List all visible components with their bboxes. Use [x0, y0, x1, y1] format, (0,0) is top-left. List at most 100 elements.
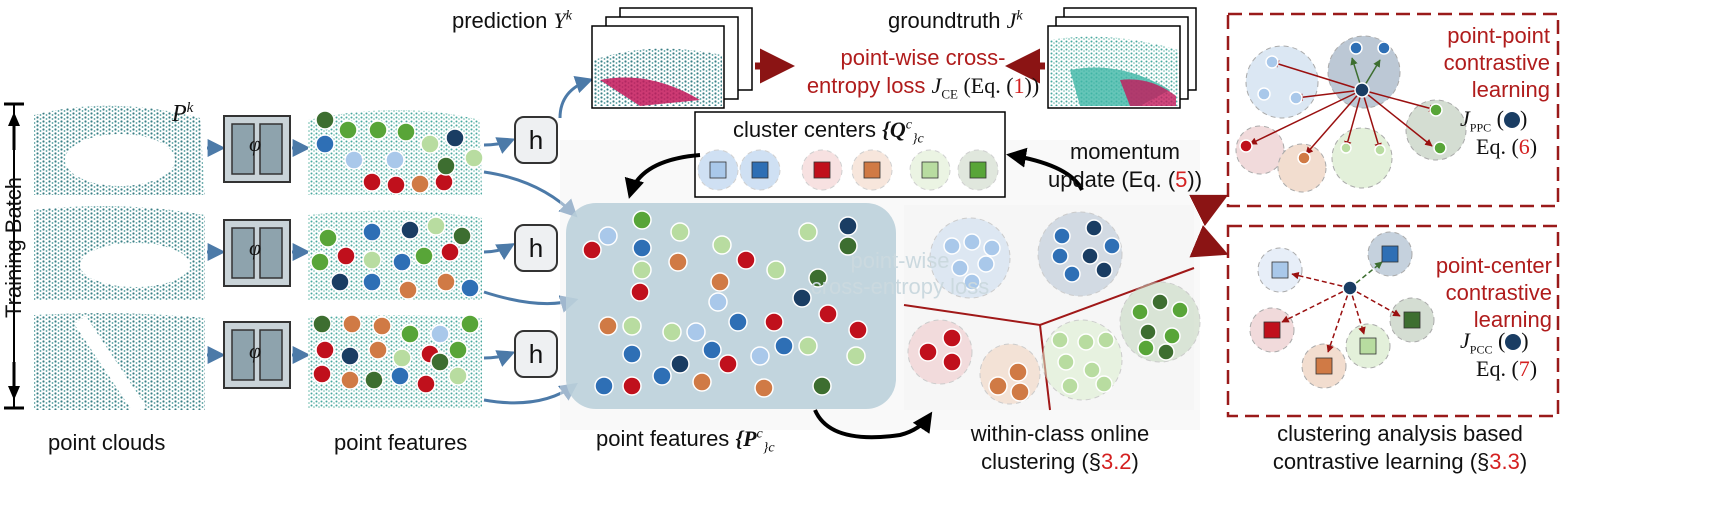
ce-loss-text: entropy loss — [806, 73, 932, 98]
clustering-line1: within-class online — [970, 421, 1150, 446]
feature-dot-set — [838, 236, 858, 256]
feature-dot-row1 — [445, 128, 465, 148]
ce-loss-subscript: CE — [941, 86, 958, 102]
feature-dot-row3 — [312, 314, 332, 334]
feature-dot-row1 — [385, 150, 405, 170]
head-block-2: h — [514, 224, 558, 272]
feature-dot-set — [774, 336, 794, 356]
feature-dot-row2 — [426, 216, 446, 236]
momentum-text: update (Eq. ( — [1047, 167, 1176, 192]
point-features-set-superscript: c — [756, 426, 763, 442]
feature-dot-row2 — [452, 226, 472, 246]
feature-dot-set — [808, 268, 828, 288]
feature-dot-set — [754, 378, 774, 398]
feature-dot-row2 — [362, 222, 382, 242]
cluster-dot-orange — [988, 376, 1008, 396]
feature-dot-set — [622, 344, 642, 364]
watermark-line1: point-wise — [850, 248, 950, 273]
feature-dot-row3 — [372, 316, 392, 336]
prediction-label: prediction Yk — [452, 8, 572, 34]
feature-dot-set — [622, 376, 642, 396]
encoder-symbol-3: φ — [249, 338, 262, 363]
clustering-line2: clustering (§3.2) — [955, 448, 1165, 476]
feature-dot-row1 — [368, 120, 388, 140]
cluster-dot-blue — [1081, 247, 1099, 265]
momentum-label: momentum update (Eq. (5)) — [1040, 138, 1210, 194]
contrastive-caption: clustering analysis based contrastive le… — [1255, 420, 1545, 476]
groundtruth-images — [1047, 7, 1197, 109]
feature-dot-set — [812, 376, 832, 396]
head-block-3: h — [514, 330, 558, 378]
feature-dot-set — [712, 235, 732, 255]
ce-loss-eq-ref: 1 — [1013, 73, 1025, 98]
pcc-center-red — [1263, 321, 1281, 339]
feature-dot-row2 — [392, 252, 412, 272]
pcc-arrows — [1281, 271, 1401, 353]
pcc-title-line1: point-center — [1435, 253, 1552, 278]
cluster-centers-symbol: {Q — [882, 117, 906, 142]
pcc-eq-text: Eq. ( — [1476, 356, 1519, 381]
watermark-text: point-wise cross-entropy loss — [800, 248, 1000, 300]
ppc-dot-orange — [1297, 151, 1311, 165]
groundtruth-symbol: J — [1006, 8, 1017, 33]
ppc-loss-symbol: J — [1460, 106, 1470, 131]
ppc-cluster-blobs — [1235, 35, 1467, 193]
groundtruth-superscript: k — [1016, 8, 1023, 24]
ppc-dot-green — [1429, 103, 1443, 117]
feature-dot-row2 — [336, 246, 356, 266]
feature-dot-row3 — [312, 364, 332, 384]
pk-symbol: P — [172, 101, 187, 127]
clustering-text: clustering (§ — [981, 449, 1101, 474]
pcc-title: point-center contrastive learning — [1426, 252, 1552, 333]
feature-dot-set — [846, 346, 866, 366]
contrastive-caption-end: ) — [1519, 449, 1528, 474]
cluster-center-square — [751, 161, 769, 179]
feature-dot-row2 — [362, 250, 382, 270]
pcc-center-orange — [1315, 357, 1333, 375]
feature-dot-row3 — [400, 324, 420, 344]
momentum-arrows — [624, 147, 1084, 440]
pcc-eq-ref: 7 — [1518, 356, 1530, 381]
pcc-loss-label: JPCC () — [1460, 328, 1529, 357]
feature-dot-row3 — [448, 340, 468, 360]
cluster-dot-green — [1131, 303, 1149, 321]
cluster-dot-blue — [1053, 227, 1071, 245]
momentum-eq-ref: 5 — [1175, 167, 1188, 192]
prediction-images — [591, 7, 753, 109]
ppc-dot-lightgreen — [1340, 142, 1352, 154]
feature-dot-row3 — [430, 352, 450, 372]
cluster-centers-label: cluster centers {Qc}c — [733, 117, 924, 147]
feature-dot-row2 — [400, 220, 420, 240]
ppc-title-line1: point-point — [1447, 23, 1550, 48]
ce-loss-eq: (Eq. ( — [957, 73, 1014, 98]
ppc-eq-ref: 6 — [1518, 134, 1530, 159]
feature-dot-set — [766, 260, 786, 280]
cluster-center-square — [813, 161, 831, 179]
cluster-dot-lightgreen — [1083, 361, 1101, 379]
feature-dot-set — [652, 366, 672, 386]
encoder-block-3 — [223, 321, 291, 389]
pcc-center-lightgreen — [1359, 337, 1377, 355]
cluster-center-square — [709, 161, 727, 179]
feature-dot-set — [764, 312, 784, 332]
feature-dot-set — [598, 316, 618, 336]
ppc-eq-end: ) — [1529, 134, 1538, 159]
ppc-dot-lightblue — [1257, 87, 1271, 101]
head-block-1: h — [514, 116, 558, 164]
contrastive-caption-line1: clustering analysis based — [1277, 421, 1523, 446]
ppc-dot-lightblue — [1265, 55, 1279, 69]
feature-dot-row1 — [434, 172, 454, 192]
feature-dot-set — [848, 320, 868, 340]
cluster-dot-lightblue — [983, 239, 1001, 257]
momentum-eq-end: )) — [1187, 167, 1203, 192]
cluster-dot-green — [1163, 327, 1181, 345]
prediction-symbol: Y — [553, 8, 566, 33]
cluster-dot-lightgreen — [1061, 377, 1079, 395]
cluster-dot-green — [1139, 323, 1157, 341]
ppc-anchor-dot — [1503, 112, 1520, 128]
cluster-dot-red — [918, 342, 938, 362]
feature-dot-set — [632, 238, 652, 258]
clustering-caption: within-class online clustering (§3.2) — [955, 420, 1165, 476]
point-features-set-text: point features — [596, 426, 736, 451]
